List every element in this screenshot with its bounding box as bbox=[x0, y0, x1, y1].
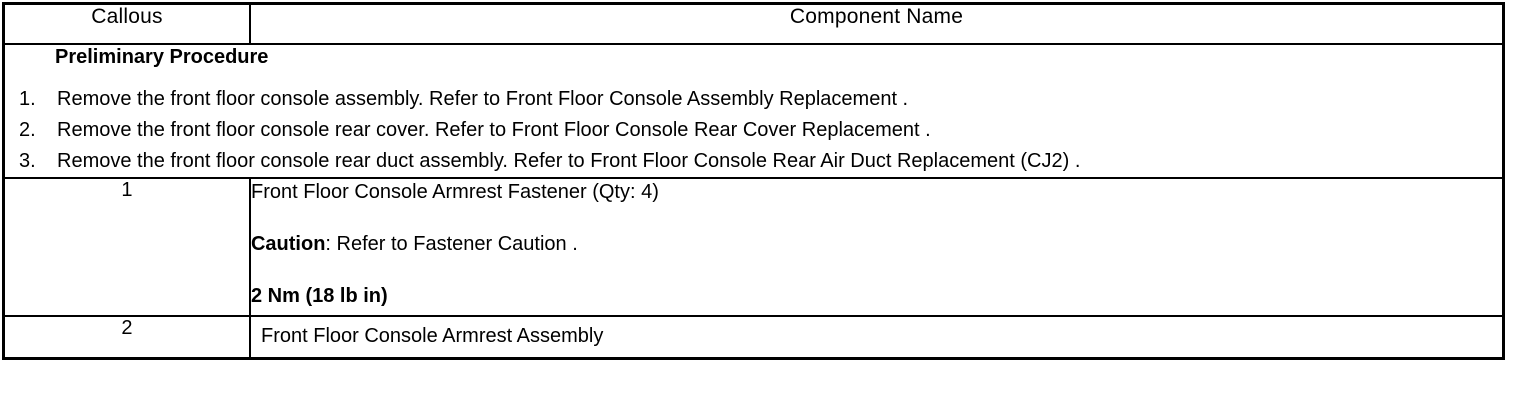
caution-text: : Refer to Fastener Caution . bbox=[325, 233, 578, 255]
component-description-1: Front Floor Console Armrest Fastener (Qt… bbox=[248, 177, 1505, 317]
caution-label: Caution bbox=[250, 233, 326, 255]
table-body: Preliminary Procedure 1. Remove the fron… bbox=[2, 43, 1505, 360]
torque-spec: 2 Nm (18 lb in) bbox=[250, 285, 388, 307]
table-header-row: Callous Component Name bbox=[2, 2, 1505, 45]
preliminary-procedure-title: Preliminary Procedure bbox=[55, 46, 269, 68]
callout-number-1: 1 bbox=[2, 177, 251, 317]
caution-note: Caution: Refer to Fastener Caution . bbox=[251, 231, 1502, 257]
table-row: 1 Front Floor Console Armrest Fastener (… bbox=[2, 177, 1505, 317]
preliminary-procedure-list: 1. Remove the front floor console assemb… bbox=[5, 84, 1502, 177]
preliminary-procedure-row: Preliminary Procedure 1. Remove the fron… bbox=[2, 43, 1505, 179]
component-description-2: Front Floor Console Armrest Assembly bbox=[248, 315, 1505, 360]
component-name-text: Front Floor Console Armrest Assembly bbox=[260, 325, 604, 347]
list-item: 1. Remove the front floor console assemb… bbox=[5, 84, 1502, 115]
list-item-number: 1. bbox=[19, 88, 36, 110]
preliminary-procedure-cell: Preliminary Procedure 1. Remove the fron… bbox=[2, 43, 1505, 179]
callout-number-2: 2 bbox=[2, 315, 251, 360]
list-item: 3. Remove the front floor console rear d… bbox=[5, 146, 1502, 177]
column-header-component-name: Component Name bbox=[248, 2, 1505, 45]
service-procedure-table: Callous Component Name Preliminary Proce… bbox=[2, 2, 1505, 360]
list-item-number: 3. bbox=[19, 150, 36, 172]
table-row: 2 Front Floor Console Armrest Assembly bbox=[2, 315, 1505, 360]
list-item-number: 2. bbox=[19, 119, 36, 141]
list-item-text: Remove the front floor console rear cove… bbox=[57, 119, 931, 141]
list-item-text: Remove the front floor console rear duct… bbox=[57, 150, 1081, 172]
column-header-callout: Callous bbox=[2, 2, 251, 45]
list-item-text: Remove the front floor console assembly.… bbox=[57, 88, 909, 110]
table-header: Callous Component Name bbox=[2, 2, 1505, 45]
list-item: 2. Remove the front floor console rear c… bbox=[5, 115, 1502, 146]
component-name-text: Front Floor Console Armrest Fastener (Qt… bbox=[250, 181, 659, 203]
service-procedure-table-container: Callous Component Name Preliminary Proce… bbox=[2, 2, 1505, 360]
